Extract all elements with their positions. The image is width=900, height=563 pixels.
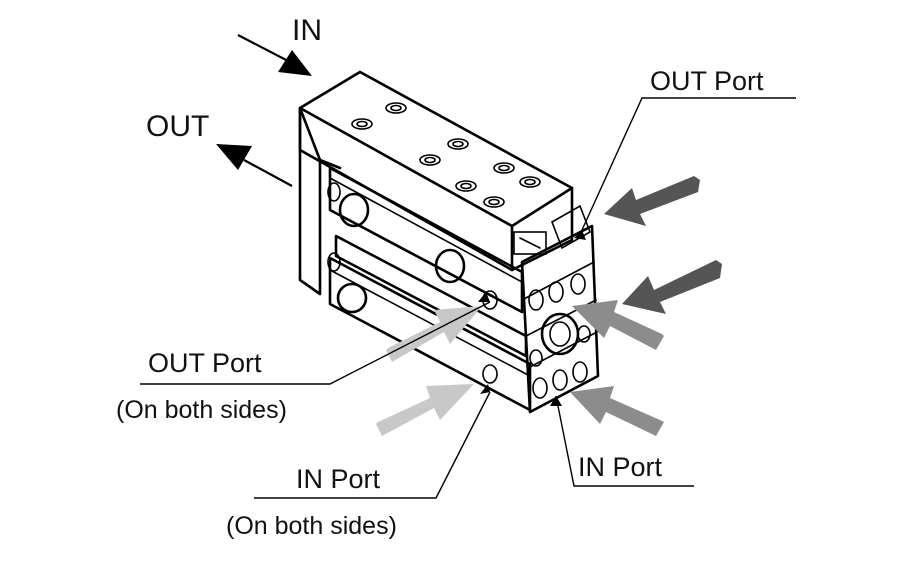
top-plate-holes [351, 102, 541, 208]
side-holes [327, 182, 498, 384]
in-port-side-label: IN Port [296, 464, 381, 494]
leader-lines [140, 97, 796, 499]
out-port-side-note: (On both sides) [116, 396, 287, 424]
out-label: OUT [146, 110, 209, 143]
port-flow-arrow-icon [376, 176, 722, 436]
out-port-side-label: OUT Port [148, 348, 262, 378]
slide-table-body [298, 70, 600, 414]
in-direction-arrow-icon [237, 34, 312, 76]
in-port-right-label: IN Port [578, 452, 663, 482]
in-label: IN [292, 14, 322, 47]
out-port-top-label: OUT Port [650, 66, 764, 96]
in-port-side-note: (On both sides) [226, 512, 397, 540]
front-face-holes [528, 273, 591, 399]
out-direction-arrow-icon [216, 144, 293, 187]
